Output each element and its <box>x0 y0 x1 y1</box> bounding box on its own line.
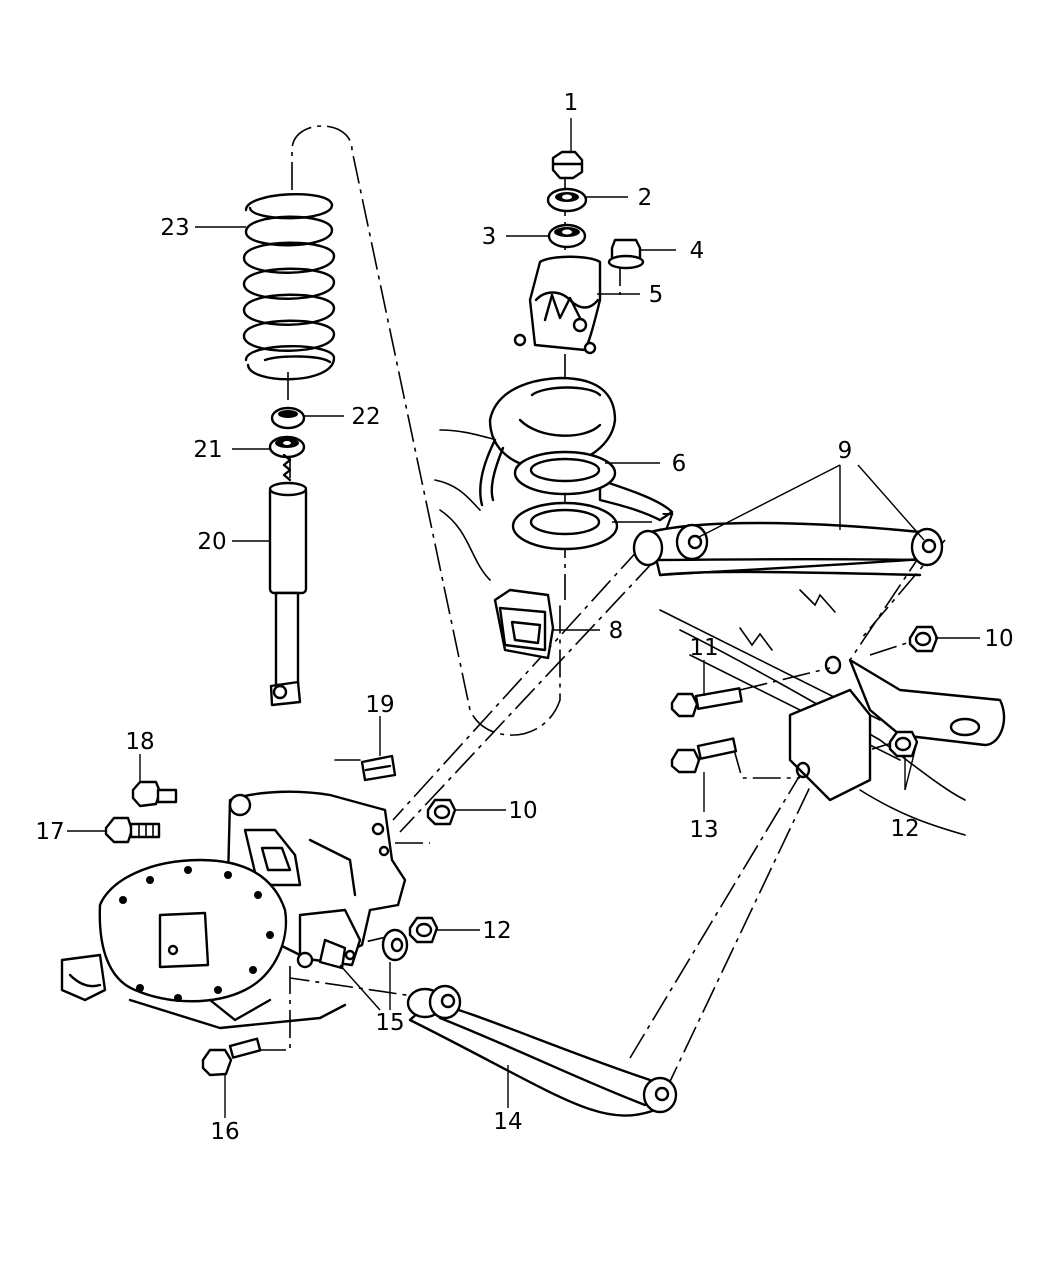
lower-spring-isolator <box>511 501 619 551</box>
bolt-18 <box>131 780 178 808</box>
callout-1: 1 <box>564 90 579 116</box>
axle-housing <box>60 790 407 1030</box>
upper-grommet <box>547 223 587 249</box>
callout-2: 2 <box>638 185 653 211</box>
callout-8: 8 <box>609 618 624 644</box>
callout-7: 7 <box>661 510 676 536</box>
callout-18: 18 <box>125 729 154 755</box>
callout-labels: 1 2 3 4 5 6 7 8 9 10 10 11 12 12 13 14 1… <box>35 90 1013 1145</box>
shock-upper-bracket <box>513 255 602 355</box>
lower-control-arm <box>406 984 678 1117</box>
vehicle-frame-rail <box>434 429 1006 836</box>
callout-12-frame: 12 <box>890 816 919 842</box>
bolt-11 <box>670 687 743 718</box>
clip-19 <box>334 754 397 782</box>
coil-spring-tower <box>479 376 674 522</box>
shock-grommet <box>268 435 306 459</box>
callout-23: 23 <box>160 215 189 241</box>
callout-16: 16 <box>210 1119 239 1145</box>
coil-spring <box>242 192 336 381</box>
nut-10-frame <box>908 625 939 653</box>
nut-12-frame <box>888 730 919 758</box>
callout-6: 6 <box>672 451 687 477</box>
upper-control-arms <box>632 521 944 577</box>
callout-3: 3 <box>482 224 497 250</box>
upper-retainer <box>546 187 588 213</box>
callout-12-axle: 12 <box>482 918 511 944</box>
assembly-guide-lines <box>258 125 946 1093</box>
shock-retainer <box>270 406 306 430</box>
bolt-13 <box>670 737 738 774</box>
cam-washer-15 <box>381 928 409 962</box>
bolt-17 <box>104 816 161 844</box>
nut-12-axle <box>408 916 439 944</box>
flange-nut-4 <box>607 238 645 270</box>
upper-spring-isolator <box>513 450 617 496</box>
callout-10-axle: 10 <box>508 798 537 824</box>
callout-9: 9 <box>838 438 853 464</box>
callout-10-frame: 10 <box>984 626 1013 652</box>
callout-19: 19 <box>365 692 394 718</box>
callout-11: 11 <box>689 635 718 661</box>
shock-nut <box>551 150 584 180</box>
callout-21: 21 <box>193 437 222 463</box>
callout-17: 17 <box>35 819 64 845</box>
callout-22: 22 <box>351 404 380 430</box>
callout-4: 4 <box>690 238 705 264</box>
bolt-16 <box>201 1037 262 1077</box>
callout-5: 5 <box>649 282 664 308</box>
leader-lines <box>67 118 980 1118</box>
jounce-bumper <box>493 588 555 660</box>
callout-15: 15 <box>375 1010 404 1036</box>
shock-absorber <box>268 453 308 707</box>
callout-20: 20 <box>197 529 226 555</box>
callout-13: 13 <box>689 817 718 843</box>
callout-14: 14 <box>493 1109 522 1135</box>
nut-10-axle <box>426 798 457 826</box>
